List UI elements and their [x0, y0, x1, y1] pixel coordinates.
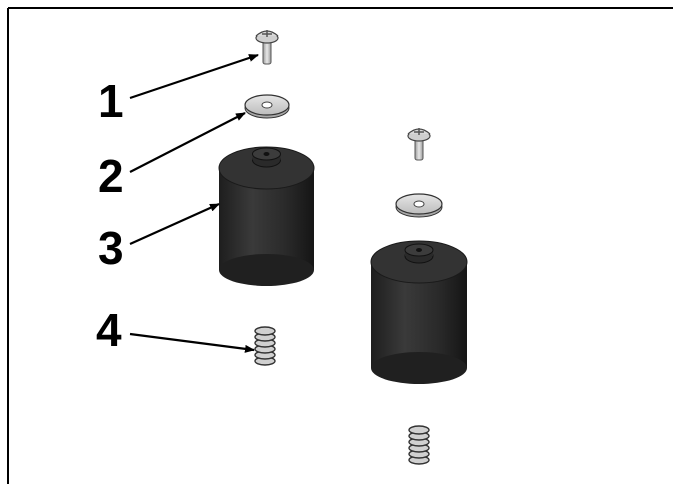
screw-right — [407, 128, 431, 161]
screw-left — [255, 30, 279, 65]
callout-number-3: 3 — [98, 222, 124, 274]
callout-arrow-3 — [129, 202, 220, 246]
callout-number-2: 2 — [98, 150, 124, 202]
washer-right — [395, 193, 443, 218]
callout-arrow-2 — [129, 112, 246, 173]
rubber-bumper-left — [218, 146, 315, 286]
spring-right — [408, 425, 430, 465]
washer-left — [244, 94, 290, 119]
spring-left — [254, 326, 276, 366]
callout-arrow-1 — [129, 53, 259, 100]
callout-number-4: 4 — [96, 304, 122, 356]
rubber-bumper-right — [370, 240, 468, 384]
callout-number-1: 1 — [98, 75, 124, 127]
callout-arrow-4 — [129, 332, 255, 353]
